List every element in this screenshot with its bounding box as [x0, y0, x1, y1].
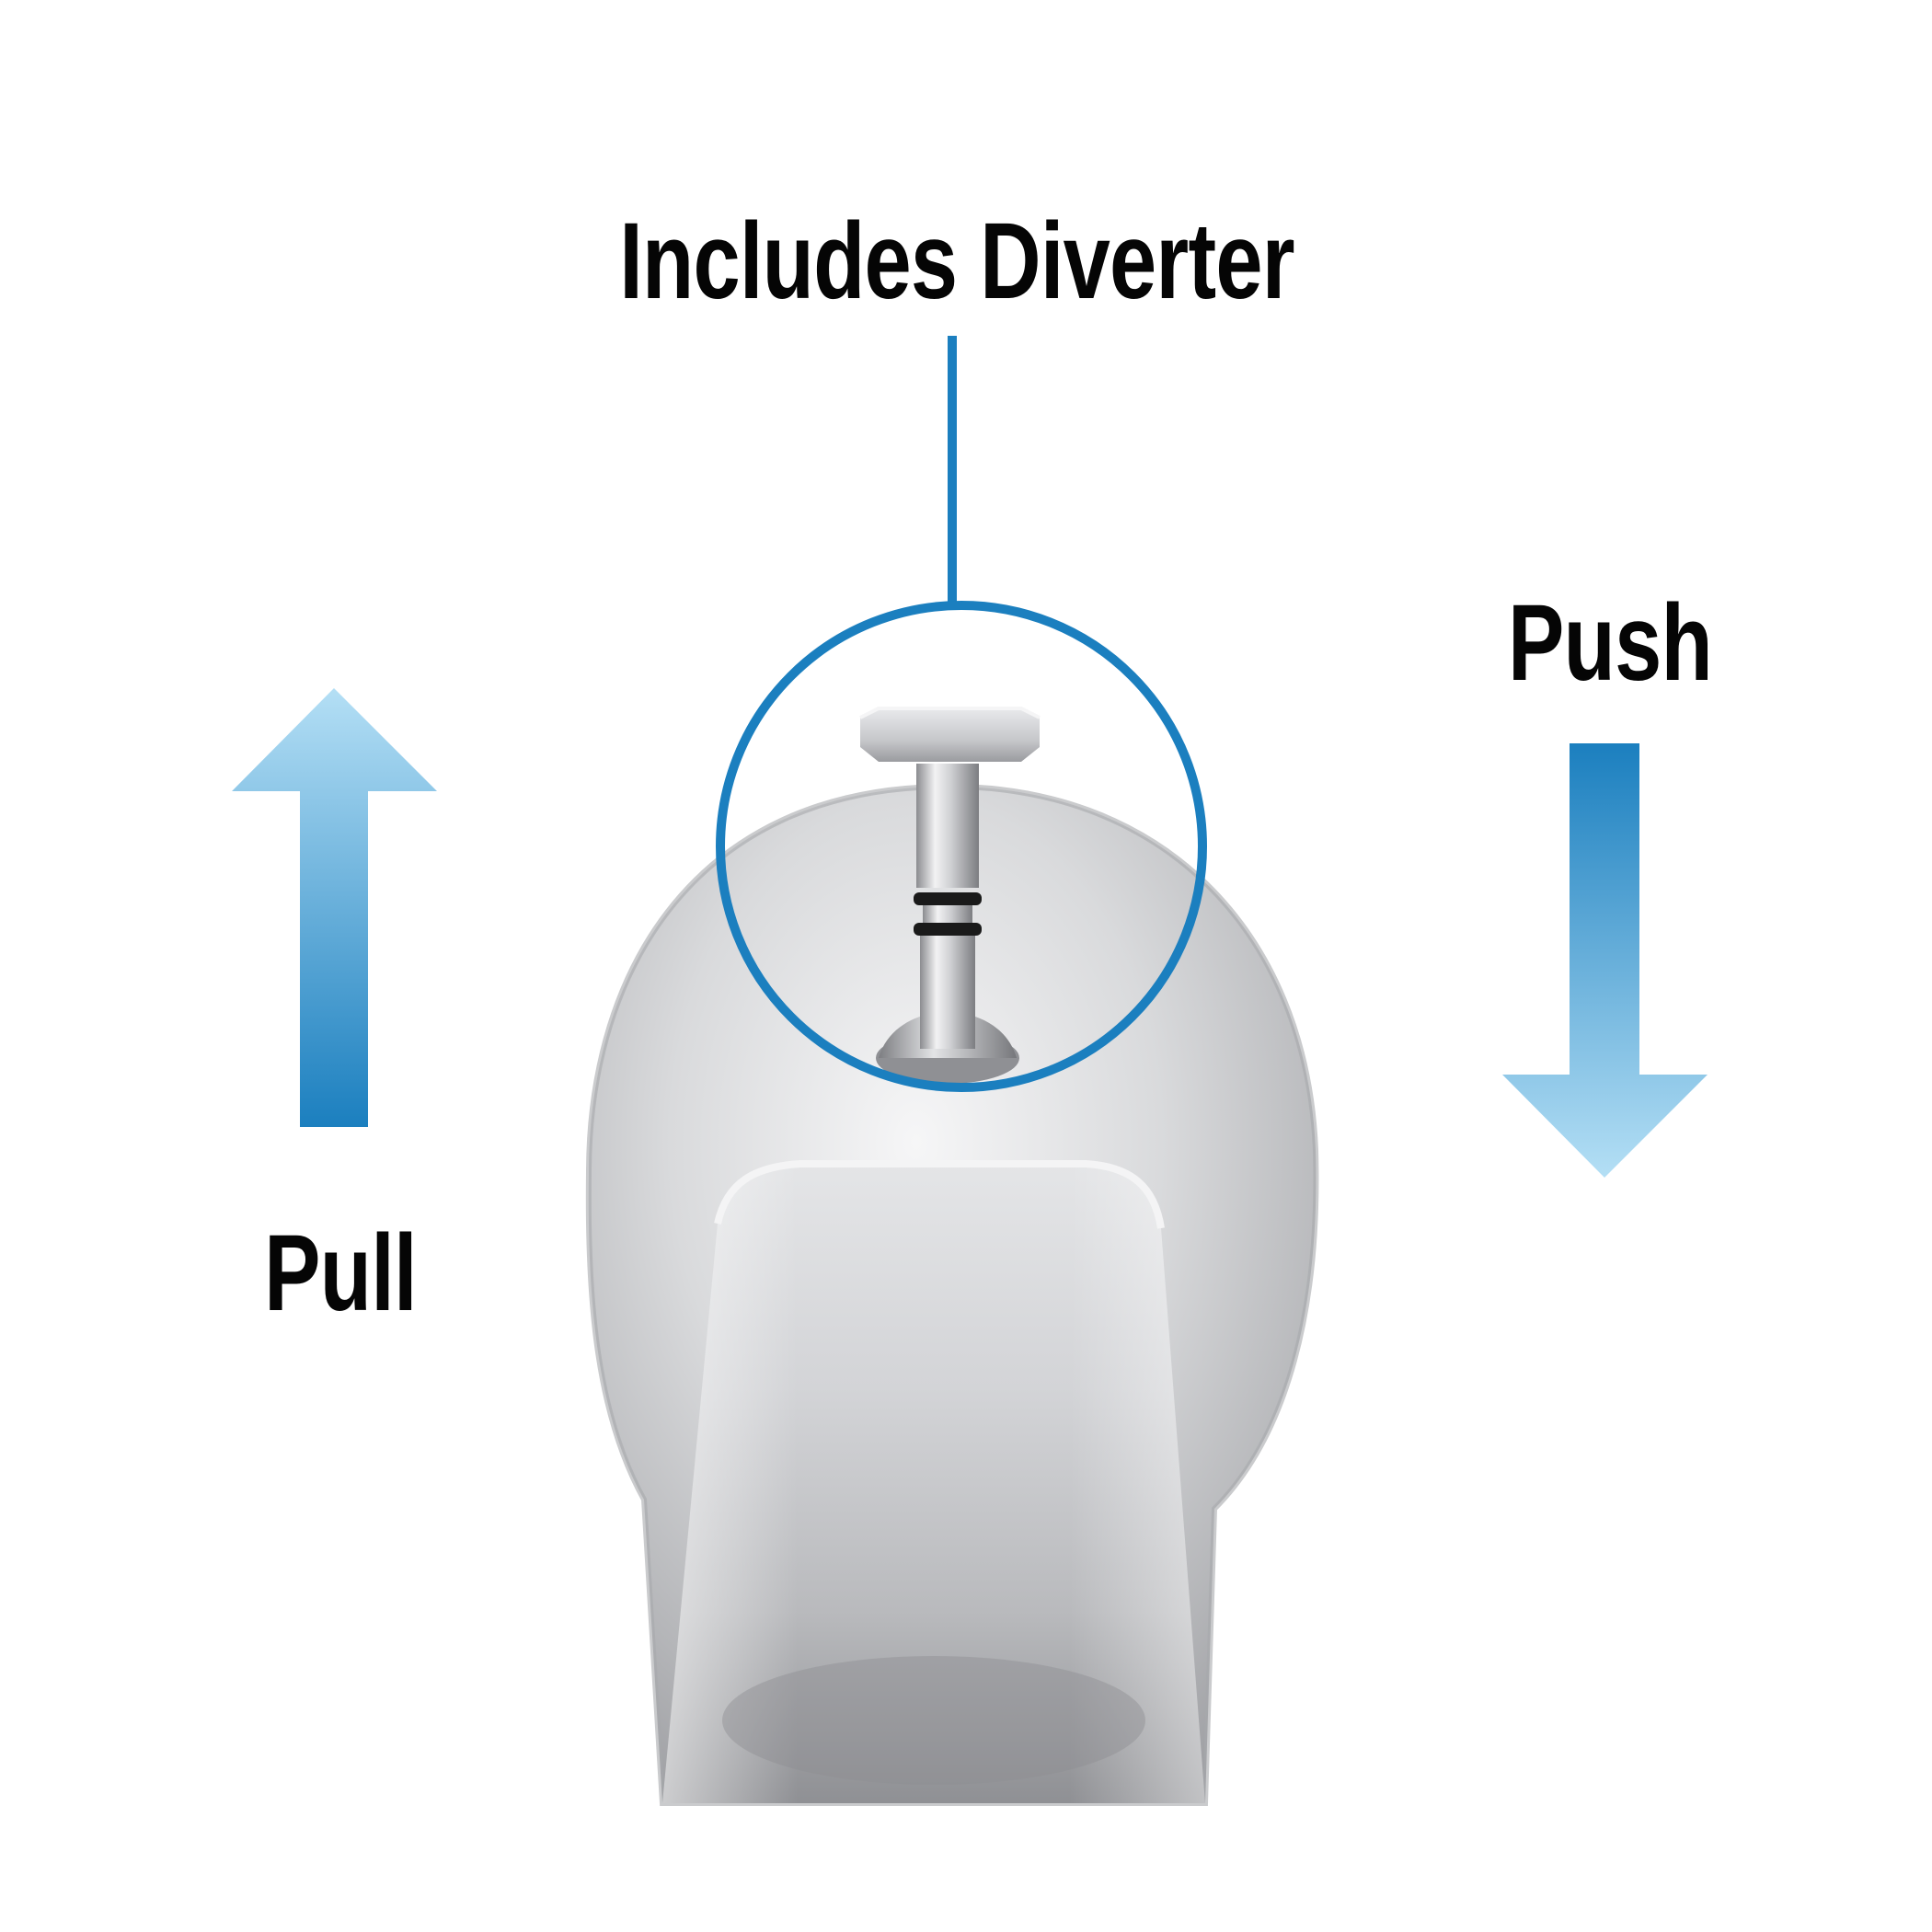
arrow-up-icon — [232, 688, 437, 1127]
push-label: Push — [1508, 582, 1713, 704]
diverter — [859, 707, 1041, 1084]
title-label: Includes Diverter — [619, 201, 1294, 322]
tub-spout — [585, 783, 1319, 1806]
arrow-down-icon — [1502, 743, 1708, 1178]
pull-label: Pull — [264, 1213, 417, 1334]
callout-circle — [716, 601, 1207, 1092]
